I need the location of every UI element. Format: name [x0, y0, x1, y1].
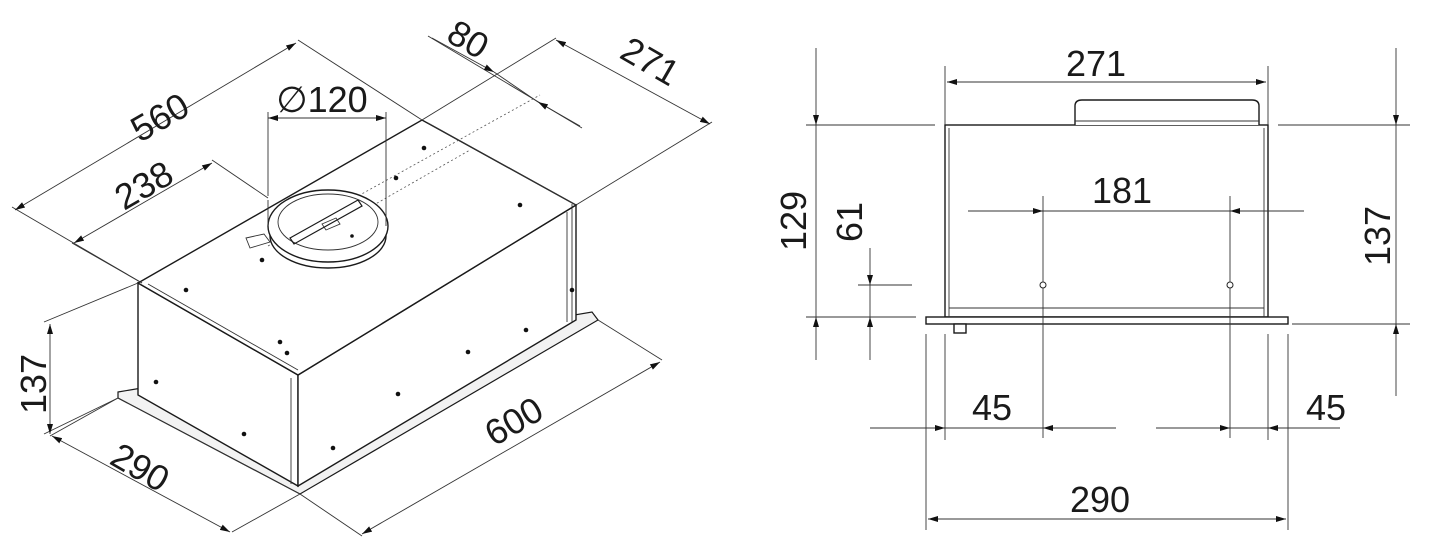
front-dim-129-label: 129	[773, 191, 814, 251]
front-dim-290-label: 290	[1070, 479, 1130, 520]
front-dim-61-label: 61	[829, 202, 870, 242]
iso-dim-271-label: 271	[614, 28, 687, 94]
front-bottom-plate	[925, 316, 1289, 325]
iso-dim-290-label: 290	[104, 434, 177, 500]
front-view: 271 181 129 61	[773, 43, 1410, 530]
front-body	[944, 124, 1269, 318]
iso-dim-238-label: 238	[107, 152, 180, 218]
iso-dim-560-label: 560	[123, 84, 196, 150]
iso-dim-80-label: 80	[441, 11, 496, 67]
isometric-view: 560 238 ∅120 80 271	[11, 11, 713, 537]
front-dim-271: 271	[944, 43, 1269, 125]
iso-dim-137: 137	[13, 282, 139, 435]
front-dim-45-right-label: 45	[1306, 387, 1346, 428]
front-hole-left	[1039, 281, 1047, 289]
front-dim-137-label: 137	[1357, 206, 1398, 266]
iso-duct-collar	[245, 130, 389, 269]
iso-dim-137-label: 137	[13, 354, 54, 414]
front-hole-right	[1226, 281, 1234, 289]
iso-dim-diameter: ∅120	[267, 79, 387, 196]
front-dim-181: 181	[968, 170, 1304, 214]
front-dim-45-left-label: 45	[972, 387, 1012, 428]
iso-dim-diameter-label: ∅120	[276, 79, 367, 120]
front-collar	[1074, 99, 1260, 125]
front-dim-271-label: 271	[1066, 43, 1126, 84]
front-dim-137: 137	[1278, 48, 1410, 396]
front-dim-181-label: 181	[1092, 170, 1152, 211]
front-dim-129: 129	[773, 48, 935, 360]
front-dim-45-left: 45	[870, 334, 1116, 440]
front-dim-290: 290	[925, 334, 1289, 530]
iso-dim-600-label: 600	[477, 388, 550, 454]
front-dim-45-right: 45	[1156, 334, 1346, 440]
front-dim-61: 61	[829, 202, 912, 360]
